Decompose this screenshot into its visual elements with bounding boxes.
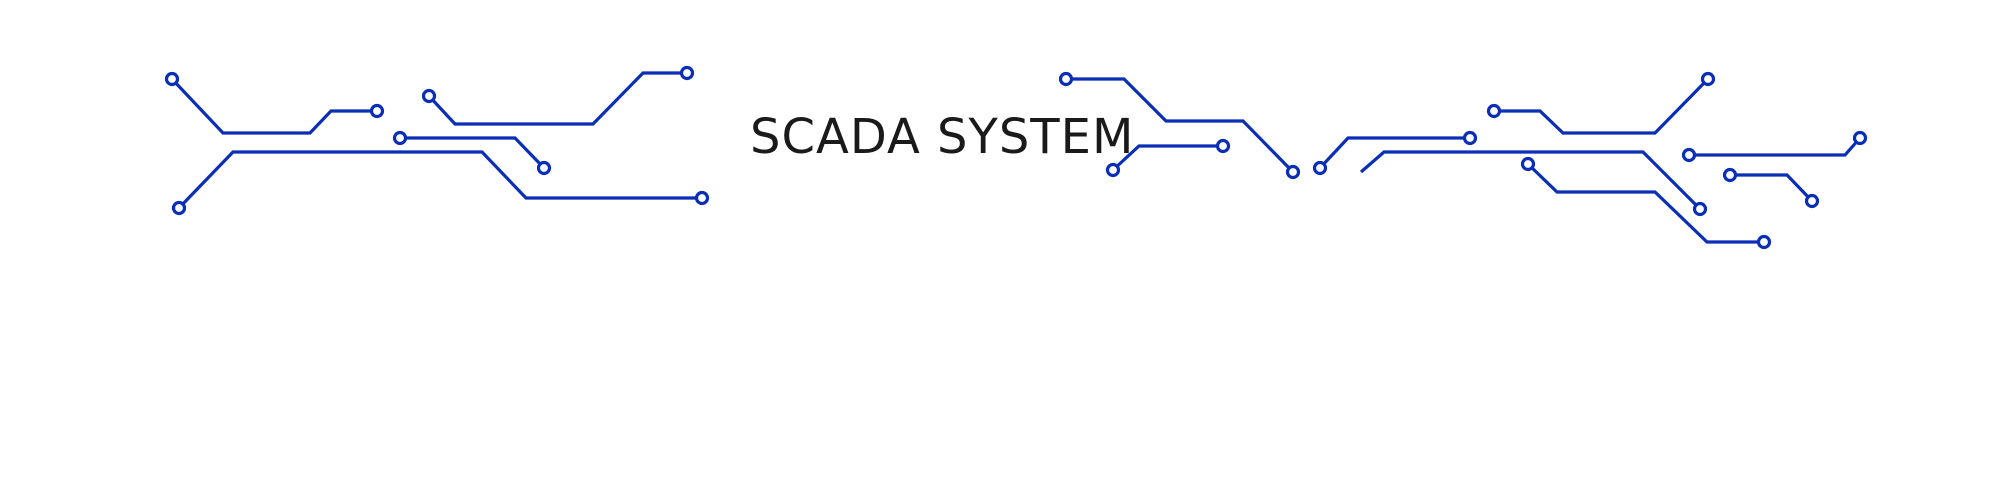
banner-title: SCADA SYSTEM bbox=[750, 109, 1135, 165]
circuit-trace-icon bbox=[1058, 71, 1301, 180]
circuit-trace-icon bbox=[421, 65, 695, 126]
circuit-trace-icon bbox=[1486, 71, 1716, 135]
circuit-trace-icon bbox=[164, 71, 385, 135]
circuit-trace-icon bbox=[1359, 150, 1708, 217]
circuit-trace-icon bbox=[392, 130, 552, 176]
circuit-trace-icon bbox=[1105, 138, 1231, 178]
circuit-trace-icon bbox=[1722, 167, 1820, 209]
circuit-trace-icon bbox=[1681, 130, 1868, 163]
circuit-trace-icon bbox=[1312, 130, 1478, 176]
circuit-trace-icon bbox=[171, 150, 710, 216]
circuit-trace-icon bbox=[1520, 156, 1772, 250]
